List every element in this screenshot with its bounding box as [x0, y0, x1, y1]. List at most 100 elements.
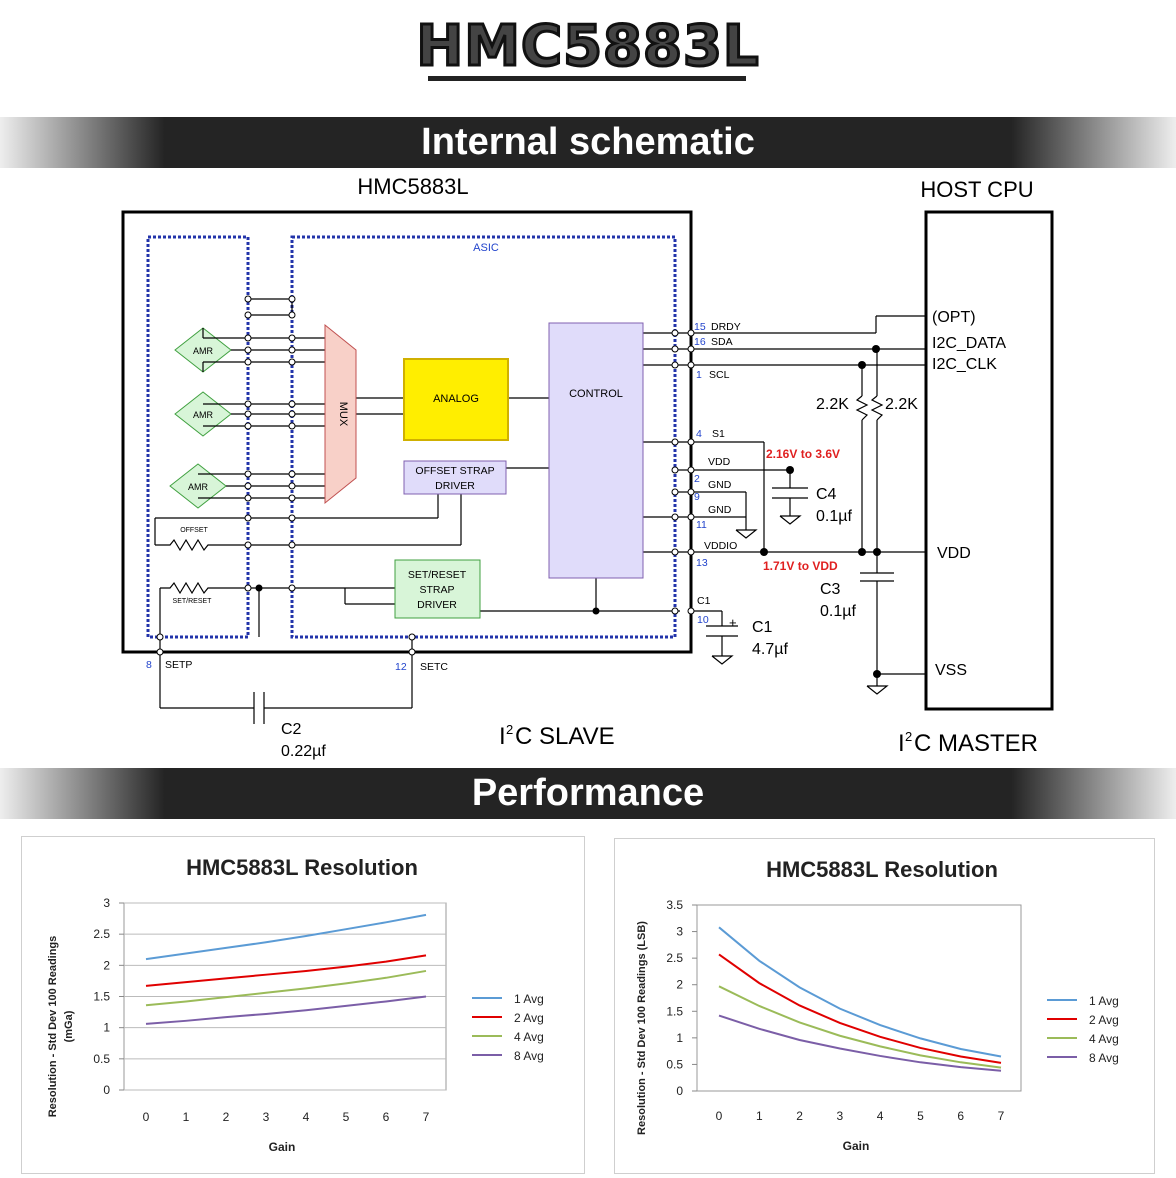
internal-schematic: HMC5883L ASIC AMR AMR AMR	[121, 174, 1054, 760]
legend-label: 8 Avg	[1089, 1051, 1119, 1065]
x-tick-label: 4	[877, 1109, 884, 1123]
svg-text:(OPT): (OPT)	[932, 309, 976, 326]
svg-text:16: 16	[694, 336, 706, 348]
chip-label: HMC5883L	[357, 174, 468, 199]
y-tick-label: 3	[103, 896, 110, 910]
x-tick-label: 2	[223, 1110, 230, 1124]
svg-text:C SLAVE: C SLAVE	[515, 723, 615, 750]
legend-label: 1 Avg	[514, 992, 544, 1006]
svg-text:13: 13	[696, 557, 708, 569]
y-tick-label: 2.5	[666, 951, 683, 965]
series-line	[718, 926, 1002, 1058]
legend-label: 8 Avg	[514, 1049, 544, 1063]
svg-text:GND: GND	[708, 504, 732, 516]
x-tick-label: 6	[383, 1110, 390, 1124]
x-tick-label: 6	[957, 1109, 964, 1123]
host-pin-labels: (OPT) I2C_DATA I2C_CLK VDD VSS	[932, 309, 1006, 679]
x-axis-label: Gain	[269, 1140, 296, 1154]
x-tick-label: 1	[183, 1110, 190, 1124]
svg-text:C MASTER: C MASTER	[914, 730, 1038, 757]
svg-text:+: +	[729, 615, 737, 630]
y-tick-label: 2	[103, 958, 110, 972]
svg-text:9: 9	[694, 491, 700, 503]
svg-text:15: 15	[694, 321, 706, 333]
x-tick-label: 0	[716, 1109, 723, 1123]
svg-text:VDD: VDD	[708, 456, 731, 468]
set-reset-strap-driver: SET/RESET STRAP DRIVER	[394, 559, 481, 619]
analog-block: ANALOG	[403, 358, 509, 441]
svg-text:2.2K: 2.2K	[885, 396, 918, 413]
svg-text:I2C_DATA: I2C_DATA	[932, 335, 1006, 352]
svg-text:I: I	[499, 723, 506, 750]
svg-text:4.7µf: 4.7µf	[752, 641, 788, 658]
svg-text:I: I	[898, 730, 905, 757]
svg-text:8: 8	[146, 659, 152, 671]
series-line	[145, 969, 427, 1007]
svg-text:STRAP: STRAP	[419, 584, 454, 596]
svg-text:SCL: SCL	[709, 369, 730, 381]
svg-text:VSS: VSS	[935, 662, 967, 679]
svg-text:2: 2	[506, 722, 513, 737]
x-tick-label: 2	[796, 1109, 803, 1123]
svg-text:SETP: SETP	[165, 659, 192, 671]
legend-label: 4 Avg	[514, 1030, 544, 1044]
svg-text:DRDY: DRDY	[711, 321, 741, 333]
title-underline	[428, 76, 746, 81]
svg-text:VDD: VDD	[937, 545, 971, 562]
series-line	[145, 913, 427, 961]
i2c-master-label: I 2 C MASTER	[898, 729, 1038, 757]
svg-text:DRIVER: DRIVER	[435, 480, 475, 492]
svg-text:C2: C2	[281, 721, 302, 738]
y-tick-label: 2.5	[93, 927, 110, 941]
control-block: CONTROL	[548, 322, 644, 579]
legend-label: 2 Avg	[1089, 1013, 1119, 1027]
y-tick-label: 1.5	[93, 990, 110, 1004]
vddio-range: 1.71V to VDD	[763, 559, 838, 573]
x-tick-label: 5	[343, 1110, 350, 1124]
x-tick-label: 5	[917, 1109, 924, 1123]
svg-text:2: 2	[905, 729, 912, 744]
component-labels: 2.2K 2.2K C4 0.1µf C3 0.1µf C1 4.7µf + C…	[281, 396, 918, 760]
offset-strap-driver: OFFSET STRAP DRIVER	[403, 460, 507, 495]
series-line	[718, 1014, 1002, 1072]
offset-label: OFFSET	[180, 527, 208, 534]
y-tick-label: 0.5	[666, 1057, 683, 1071]
svg-text:12: 12	[395, 661, 407, 673]
chart-title: HMC5883L Resolution	[186, 855, 418, 880]
series-line	[718, 985, 1002, 1069]
chip-outline	[121, 210, 693, 654]
svg-text:4: 4	[696, 428, 702, 440]
mux-block: MUX	[324, 323, 357, 505]
y-tick-label: 1.5	[666, 1004, 683, 1018]
y-axis-label: Resolution - Std Dev 100 Readings (LSB)	[636, 921, 648, 1135]
section-header-schematic: Internal schematic	[0, 117, 1176, 168]
series-line	[145, 954, 427, 987]
y-tick-label: 1	[103, 1021, 110, 1035]
svg-text:GND: GND	[708, 479, 732, 491]
svg-text:CONTROL: CONTROL	[569, 388, 623, 400]
svg-text:AMR: AMR	[193, 346, 214, 356]
svg-text:1: 1	[696, 369, 702, 381]
amr-sensor-2: AMR	[174, 391, 232, 437]
asic-label: ASIC	[473, 242, 499, 254]
legend-label: 2 Avg	[514, 1011, 544, 1025]
series-line	[718, 953, 1002, 1064]
svg-text:S1: S1	[712, 428, 725, 440]
y-tick-label: 3.5	[666, 898, 683, 912]
x-tick-label: 3	[837, 1109, 844, 1123]
section-header-performance: Performance	[0, 768, 1176, 819]
svg-text:0.1µf: 0.1µf	[816, 508, 852, 525]
svg-text:AMR: AMR	[193, 410, 214, 420]
vdd-range: 2.16V to 3.6V	[766, 447, 840, 461]
i2c-slave-label: I 2 C SLAVE	[499, 722, 615, 750]
svg-text:SET/RESET: SET/RESET	[408, 569, 467, 581]
svg-text:C1: C1	[697, 595, 711, 607]
chart-title: HMC5883L Resolution	[766, 857, 998, 882]
y-axis-label: Resolution - Std Dev 100 Readings(mGa)	[47, 936, 75, 1118]
svg-text:C4: C4	[816, 486, 837, 503]
svg-text:C1: C1	[752, 619, 773, 636]
